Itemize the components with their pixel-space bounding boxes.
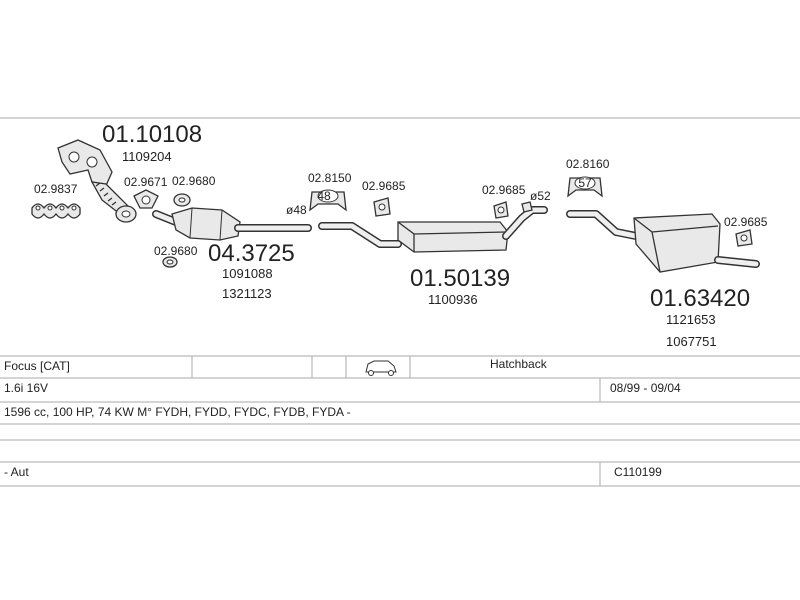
part-number-middle-silencer: 01.50139 (410, 265, 510, 292)
vehicle-info-table (0, 355, 800, 487)
rear-silencer (566, 210, 760, 273)
rubber-hanger-2 (493, 201, 509, 219)
oe-number-rear-silencer-2: 1067751 (666, 334, 717, 349)
part-number-clamp-52: 02.8160 (566, 157, 610, 171)
table-body-type: Hatchback (490, 357, 548, 371)
part-number-rear-silencer: 01.63420 (650, 285, 750, 312)
oe-number-catalyst-1: 1091088 (222, 266, 273, 281)
gasket-small-bottom (162, 256, 178, 268)
part-number-hanger-2: 02.9685 (482, 183, 526, 197)
gasket-small-top (173, 193, 191, 207)
part-number-catalyst: 04.3725 (208, 240, 295, 267)
clamp-52-label: 57 (578, 176, 592, 190)
pipe-connector (521, 201, 533, 213)
table-code: C110199 (614, 465, 662, 479)
oe-number-rear-silencer-1: 1121653 (666, 312, 716, 327)
diameter-48: ø48 (286, 203, 307, 217)
part-number-gasket-c: 02.9680 (172, 174, 216, 188)
exhaust-manifold (57, 139, 137, 223)
catalytic-converter (152, 207, 312, 241)
table-model: Focus [CAT] (4, 359, 70, 373)
clamp-48 (309, 189, 347, 212)
table-engine: 1.6i 16V (4, 381, 48, 395)
table-spec: 1596 cc, 100 HP, 74 KW M° FYDH, FYDD, FY… (4, 405, 351, 419)
table-years: 08/99 - 09/04 (610, 381, 681, 395)
gasket-chain (31, 203, 81, 219)
oe-number-manifold: 1109204 (122, 149, 172, 164)
part-number-hanger-1: 02.9685 (362, 179, 406, 193)
part-number-clamp-48: 02.8150 (308, 171, 352, 185)
table-transmission: - Aut (4, 465, 29, 479)
clamp-52 (567, 176, 603, 198)
part-number-gasket-b: 02.9671 (124, 175, 168, 189)
part-number-manifold: 01.10108 (102, 121, 202, 148)
car-icon (365, 360, 397, 376)
part-number-gasket-d: 02.9680 (154, 244, 198, 258)
rubber-hanger-1 (373, 197, 391, 217)
rubber-hanger-3 (735, 229, 753, 247)
diameter-52: ø52 (530, 189, 551, 203)
part-number-gasket-a: 02.9837 (34, 182, 78, 196)
gasket-ring (133, 189, 159, 209)
oe-number-middle-silencer: 1100936 (428, 292, 478, 307)
middle-silencer (318, 206, 548, 253)
clamp-48-label: 48 (317, 189, 331, 203)
part-number-hanger-3: 02.9685 (724, 215, 768, 229)
oe-number-catalyst-2: 1321123 (222, 286, 272, 301)
